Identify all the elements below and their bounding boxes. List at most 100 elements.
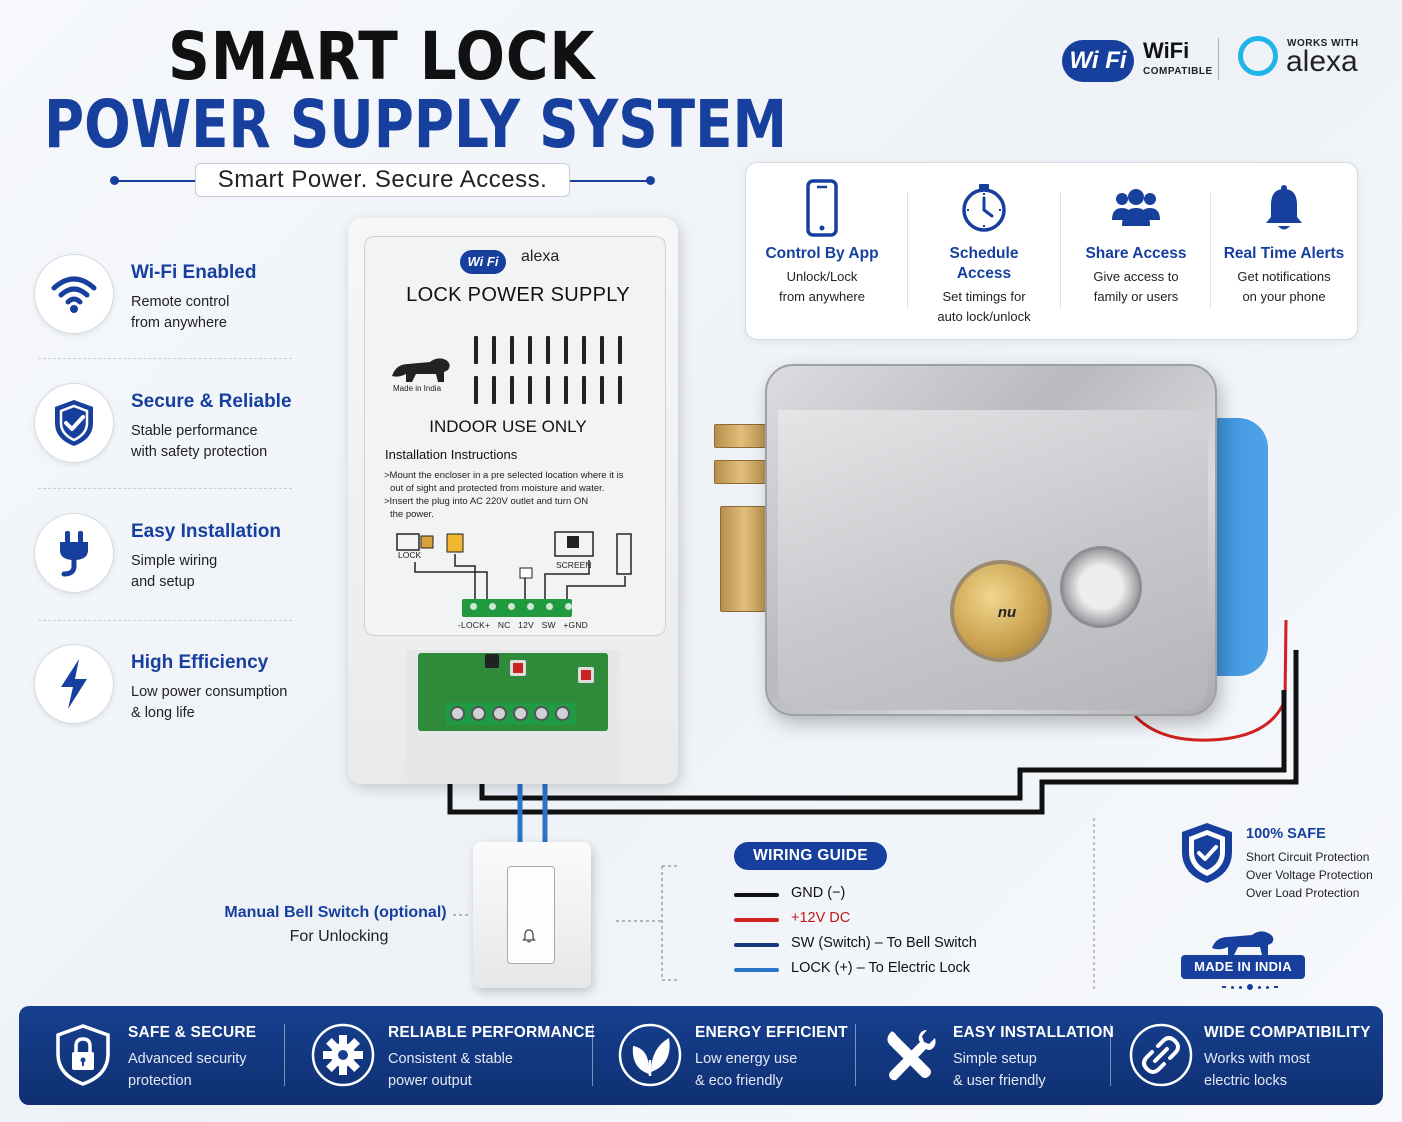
psu-mini-diagram	[396, 531, 632, 600]
wire-red	[1133, 619, 1288, 742]
feature-divider	[38, 488, 292, 489]
bottom-feature-desc: Low energy use& eco friendly	[695, 1051, 798, 1089]
psu-instructions: >Mount the encloser in a pre selected lo…	[384, 470, 624, 520]
plug-icon	[34, 513, 114, 593]
feature-title: Secure & Reliable	[131, 391, 292, 412]
phone-icon	[752, 172, 892, 244]
feature-title: Easy Installation	[131, 521, 281, 542]
carousel-dots	[1222, 984, 1278, 990]
padlock-shield-icon	[56, 1024, 110, 1086]
lock-latch-bolt-bottom	[714, 460, 768, 484]
psu-wifi-logo: Wi Fi	[460, 250, 506, 274]
gear-icon	[311, 1023, 375, 1087]
app-feature-title: Share Access	[1085, 245, 1187, 262]
wifi-logo-text: WiFi	[1143, 38, 1190, 63]
feature-divider	[38, 620, 292, 621]
bell-switch-sub: For Unlocking	[289, 928, 389, 945]
clock-icon	[914, 172, 1054, 244]
logo-divider	[1218, 38, 1219, 80]
bottom-feature-title: ENERGY EFFICIENT	[695, 1024, 848, 1041]
safety-list: Short Circuit Protection Over Voltage Pr…	[1246, 850, 1373, 900]
app-feature-title: Real Time Alerts	[1223, 245, 1345, 262]
lion-emblem-icon	[392, 358, 450, 382]
bottom-feature-reliable: RELIABLE PERFORMANCE Consistent & stable…	[310, 1006, 595, 1105]
lock-deadbolt	[720, 506, 768, 612]
app-feature-title: Control By App	[765, 245, 879, 262]
bell-icon	[522, 929, 536, 943]
title-line-1: SMART LOCK	[168, 18, 596, 95]
pcb-led	[578, 667, 594, 683]
lock-brand-mark: nu	[997, 604, 1017, 621]
pcb-reset-button	[510, 660, 526, 676]
bottom-feature-title: SAFE & SECURE	[128, 1024, 257, 1041]
feature-divider	[38, 358, 292, 359]
psu-vents-top	[474, 336, 622, 364]
wire-black-2	[479, 690, 1287, 801]
psu-made-in-india: Made in India	[393, 384, 442, 393]
wifi-logo-badge: Wi Fi	[1062, 40, 1134, 82]
lightning-icon	[34, 644, 114, 724]
psu-label-panel	[364, 236, 666, 636]
bell-switch-rocker	[507, 866, 555, 964]
tagline-dot-right	[646, 176, 655, 185]
wire-black-1	[447, 650, 1299, 815]
psu-alexa-logo: alexa	[521, 248, 560, 265]
lock-push-button	[1060, 546, 1142, 628]
alexa-ring-icon	[1238, 36, 1278, 76]
psu-indoor-notice: INDOOR USE ONLY	[429, 417, 587, 436]
psu-vents-bottom	[474, 376, 622, 404]
bottom-feature-bar	[19, 1006, 1383, 1105]
tagline-dot-left	[110, 176, 119, 185]
shield-check-icon	[34, 383, 114, 463]
psu-title: LOCK POWER SUPPLY	[406, 284, 630, 306]
leaf-icon	[618, 1023, 682, 1087]
alexa-wordmark: alexa	[1286, 45, 1358, 78]
bell-switch-label: Manual Bell Switch (optional)	[224, 904, 447, 921]
bottom-feature-title: RELIABLE PERFORMANCE	[388, 1024, 596, 1041]
lock-key-cylinder	[950, 560, 1052, 662]
safety-title: 100% SAFE	[1246, 826, 1326, 842]
wifi-icon	[34, 254, 114, 334]
wifi-logo-sub: COMPATIBLE	[1143, 66, 1213, 77]
shield-check-icon	[1182, 823, 1232, 883]
made-in-india-badge: MADE IN INDIA	[1181, 955, 1305, 979]
wire-swatch-12v	[734, 918, 779, 922]
feature-desc: Low power consumption& long life	[131, 684, 288, 721]
bottom-feature-title: EASY INSTALLATION	[953, 1024, 1114, 1041]
app-features-panel	[745, 162, 1358, 340]
psu-terminal-labels: -LOCK+ NC 12V SW +GND	[458, 620, 589, 630]
bottom-feature-energy: ENERGY EFFICIENT Low energy use& eco fri…	[617, 1006, 848, 1105]
wire-swatch-lock	[734, 968, 779, 972]
wiring-guide-title: WIRING GUIDE	[734, 842, 887, 870]
psu-diagram-screen: SCREEN	[556, 560, 592, 570]
title-line-2: POWER SUPPLY SYSTEM	[44, 86, 788, 163]
wire-swatch-sw	[734, 943, 779, 947]
tagline: Smart Power. Secure Access.	[195, 163, 570, 197]
tools-icon	[887, 1030, 936, 1081]
bottom-feature-desc: Simple setup& user friendly	[953, 1051, 1046, 1089]
wire-swatch-gnd	[734, 893, 779, 897]
bottom-feature-install: EASY INSTALLATION Simple setup& user fri…	[877, 1006, 1114, 1105]
feature-title: High Efficiency	[131, 652, 269, 673]
lock-latch-bolt-top	[714, 424, 768, 448]
